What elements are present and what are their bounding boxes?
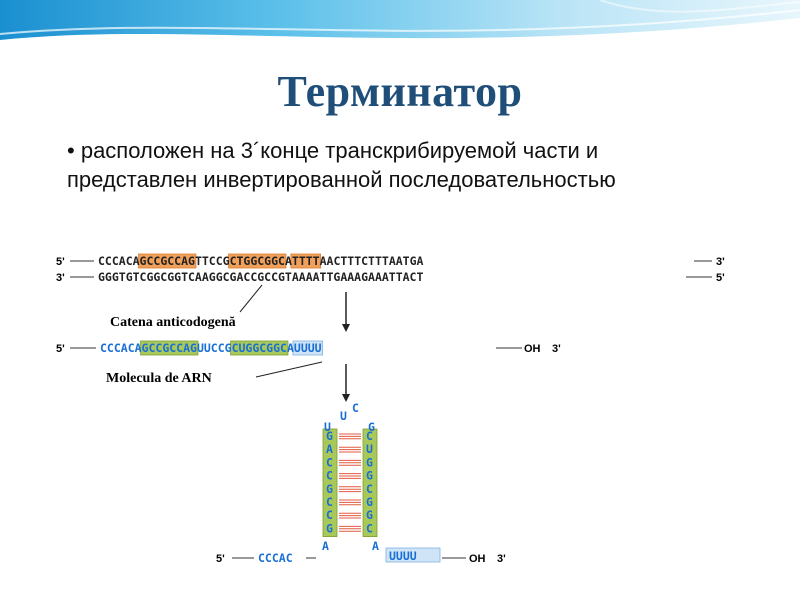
rna-segment: A: [287, 341, 294, 355]
rna-5prime-label: 5': [56, 343, 65, 355]
hairpin-3prime-label: 3': [497, 553, 506, 565]
dna-top-segment: AACTTTCTTTAATGA: [320, 254, 424, 268]
header-banner: [0, 0, 800, 60]
terminator-diagram: 5' CCCACAGCCGCCAGTTCCGCTGGCGGCATTTTAACTT…: [56, 253, 725, 565]
dna-top-segment: CTGGCGGC: [230, 254, 285, 268]
dna-top-3prime-label: 3': [716, 256, 725, 268]
stem-right-base: G: [366, 455, 373, 469]
stem-left-base: C: [326, 469, 333, 483]
hairpin-bottom-seq: CCCAC: [258, 551, 293, 565]
stem-right-base: C: [366, 482, 373, 496]
dna-top-strand: CCCACAGCCGCCAGTTCCGCTGGCGGCATTTTAACTTTCT…: [98, 254, 424, 268]
dna-top-5prime-label: 5': [56, 256, 65, 268]
page-title: Терминатор: [277, 67, 523, 116]
rna-highlight-box: [292, 340, 323, 356]
rna-sequence: CCCACAGCCGCCAGUUCCGCUGGCGGCAUUUU: [100, 341, 322, 355]
rna-3prime-label: 3': [552, 343, 561, 355]
dna-top-segment: A: [285, 254, 292, 268]
stem-right-base: U: [366, 442, 373, 456]
stem-left-base: A: [326, 442, 333, 456]
hairpin-tail-box: [385, 547, 441, 563]
dna-top-highlight-box: [138, 253, 197, 269]
loop-base: U: [324, 420, 331, 434]
loop-base: C: [352, 401, 359, 415]
dna-bottom-strand: GGGTGTCGGCGGTCAAGGCGACCGCCGTAAAATTGAAAGA…: [98, 270, 423, 284]
stem-left-base: C: [326, 455, 333, 469]
stem-right-base: G: [366, 508, 373, 522]
dna-top-segment: GCCGCCAG: [140, 254, 195, 268]
loop-base: G: [368, 420, 375, 434]
dna-bottom-3prime-label: 3': [56, 272, 65, 284]
stem-right-base: C: [366, 429, 373, 443]
stem-left-base: C: [326, 508, 333, 522]
bullet-point: • расположен на 3´конце транскрибируемой…: [67, 136, 687, 194]
rna-molecule-label: Molecula de ARN: [106, 371, 212, 386]
dna-top-highlight-box: [228, 253, 287, 269]
hairpin-a-left: A: [322, 539, 329, 553]
stem-right-base: C: [366, 521, 373, 535]
stem-left-base: G: [326, 521, 333, 535]
hairpin-a-right: A: [372, 539, 379, 553]
highlight-layer: [138, 253, 323, 356]
stem-right-box: [362, 428, 378, 537]
rna-segment: UUCCG: [197, 341, 232, 355]
dna-top-highlight-box: [290, 253, 321, 269]
stem-left-base: C: [326, 495, 333, 509]
stem-left-base: G: [326, 429, 333, 443]
template-pointer-line: [239, 284, 263, 313]
rna-segment: CUGGCGGC: [232, 341, 287, 355]
template-strand-label: Catena anticodogenă: [110, 315, 236, 330]
transcription-arrow-head: [342, 324, 350, 332]
stem-right-base: G: [366, 495, 373, 509]
hairpin-oh-label: OH: [469, 553, 486, 565]
dna-bottom-5prime-label: 5': [716, 272, 725, 284]
dna-top-segment: CCCACA: [98, 254, 140, 268]
stem-left-box: [322, 428, 338, 537]
stem-right-base: G: [366, 469, 373, 483]
hairpin-tail: UUUU: [389, 549, 417, 563]
bullet-marker: •: [67, 138, 75, 163]
rna-highlight-box: [140, 340, 199, 356]
rna-oh-label: OH: [524, 343, 541, 355]
bullet-text: расположен на 3´конце транскрибируемой ч…: [67, 138, 616, 192]
dna-top-segment: TTTT: [292, 254, 320, 268]
folding-arrow-head: [342, 394, 350, 402]
rna-pointer-line: [255, 361, 323, 378]
rna-segment: UUUU: [294, 341, 322, 355]
hairpin-5prime-label: 5': [216, 553, 225, 565]
stem-left-base: G: [326, 482, 333, 496]
rna-highlight-box: [230, 340, 289, 356]
dna-top-segment: TTCCG: [195, 254, 230, 268]
rna-segment: GCCGCCAG: [142, 341, 197, 355]
loop-base: U: [340, 409, 347, 423]
rna-segment: CCCACA: [100, 341, 142, 355]
